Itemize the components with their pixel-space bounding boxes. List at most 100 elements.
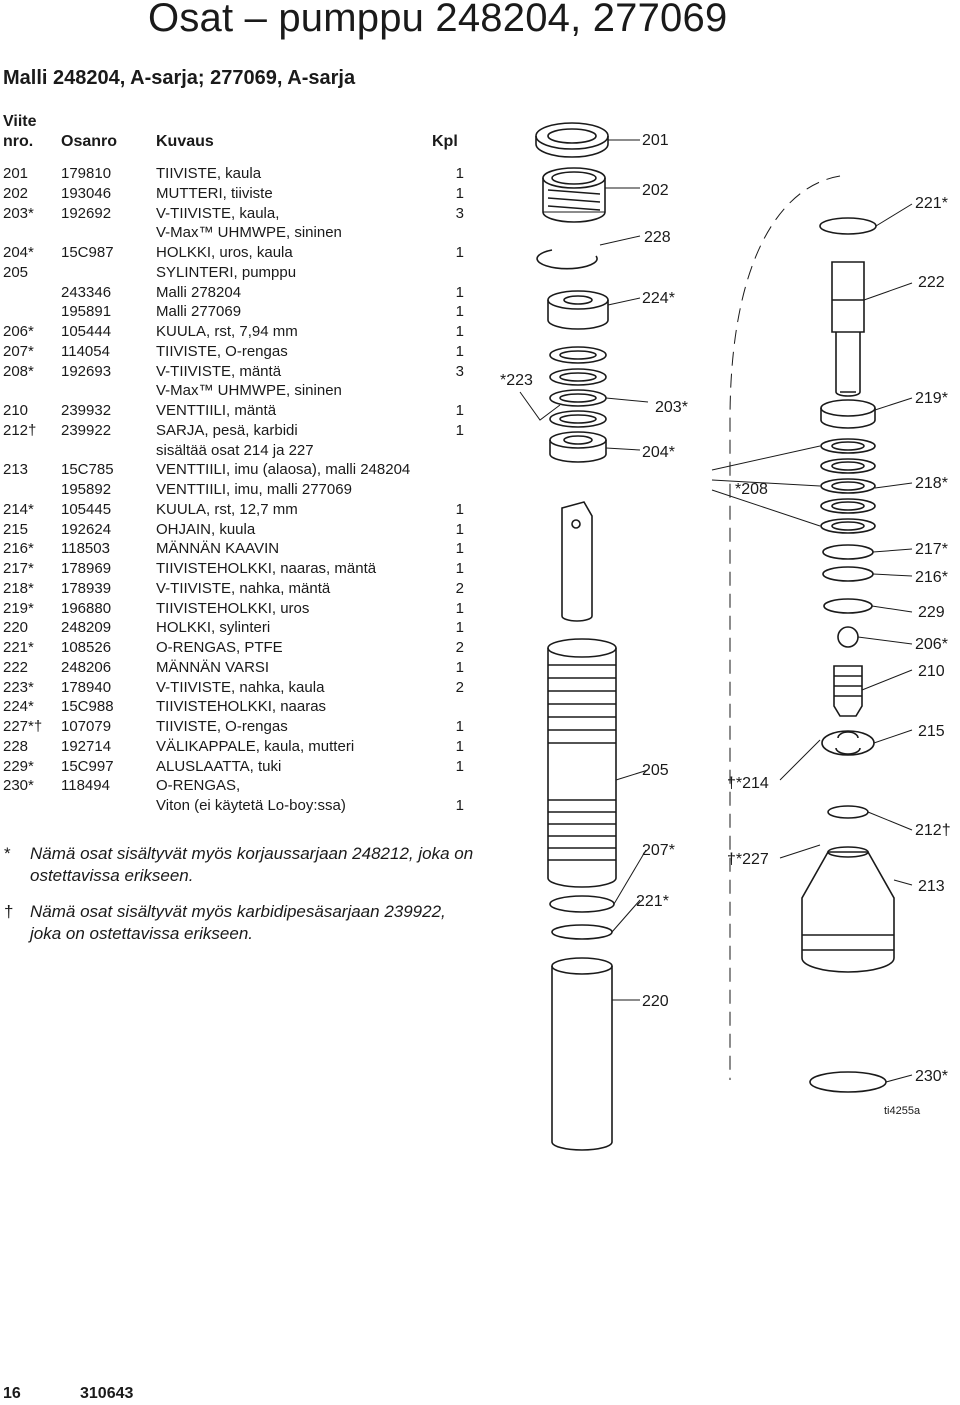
part-208-218-packings	[820, 438, 876, 534]
cell-ref: 206*	[3, 323, 34, 340]
part-206-ball	[837, 626, 859, 648]
cell-ref: 219*	[3, 599, 34, 617]
cell-desc: V-Max™ UHMWPE, sininen	[156, 382, 342, 400]
cell-ref: 205	[3, 263, 29, 281]
cell-ref: 228	[3, 737, 29, 755]
label-227: †*227	[727, 851, 769, 868]
cell-qty: 3	[455, 204, 464, 222]
cell-part: 114054	[61, 342, 110, 360]
cell-part: 15C997	[61, 757, 114, 775]
cell-desc: VENTTIILI, imu (alaosa), malli 248204	[156, 461, 411, 479]
cell-qty: 2	[455, 639, 464, 656]
label-202: 202	[642, 182, 669, 199]
page-number: 16	[3, 1385, 21, 1402]
cell-ref: 203*	[3, 204, 34, 222]
cell-desc: TIIVISTEHOLKKI, naaras	[156, 698, 327, 716]
cell-desc: Viton (ei käytetä Lo-boy:ssa)	[156, 797, 346, 814]
label-215: 215	[918, 723, 945, 740]
cell-part: 192624	[61, 520, 112, 538]
part-215-guide	[821, 730, 875, 756]
cell-part: 248209	[61, 619, 112, 637]
footnote: *Nämä osat sisältyvät myös korjaussarjaa…	[0, 843, 480, 887]
cell-ref: 210	[3, 402, 29, 419]
cell-part: 105444	[61, 323, 112, 340]
part-205-cylinder	[547, 638, 617, 888]
cell-qty: 3	[455, 362, 464, 380]
table-row: sisältää osat 214 ja 227	[0, 441, 470, 461]
figure-id: ti4255a	[884, 1105, 921, 1117]
cell-desc: TIIVISTEHOLKKI, uros	[156, 599, 310, 617]
cell-desc: V-Max™ UHMWPE, sininen	[156, 224, 342, 242]
part-224-gland	[547, 290, 609, 330]
part-213-intake-valve	[801, 846, 895, 973]
label-222: 222	[918, 274, 945, 291]
label-221-lower: 221*	[636, 893, 669, 910]
label-205: 205	[642, 762, 669, 779]
label-220: 220	[642, 993, 669, 1010]
cell-part: 195891	[61, 303, 112, 321]
page-subtitle: Malli 248204, A-sarja; 277069, A-sarja	[3, 67, 356, 89]
cell-ref: 201	[3, 165, 29, 182]
cell-part: 239932	[61, 402, 112, 419]
label-218: 218*	[915, 475, 948, 492]
cell-qty: 1	[455, 402, 464, 419]
cell-qty: 1	[455, 520, 464, 538]
part-229-washer	[823, 598, 873, 614]
part-207-oring	[549, 895, 615, 913]
cell-part: 196880	[61, 599, 112, 617]
cell-qty: 1	[455, 244, 464, 261]
cell-qty: 1	[455, 797, 464, 814]
part-221-oring-top	[819, 217, 877, 235]
cell-part: 178939	[61, 579, 112, 597]
part-210-valve	[833, 665, 863, 717]
cell-desc: KUULA, rst, 12,7 mm	[156, 500, 298, 518]
label-224: 224*	[642, 290, 675, 307]
label-219: 219*	[915, 390, 948, 407]
label-203: 203*	[655, 399, 688, 416]
label-207: 207*	[642, 842, 675, 859]
header-ref-line1: Viite	[3, 113, 37, 130]
label-213: 213	[918, 878, 945, 895]
cell-desc: HOLKKI, sylinteri	[156, 619, 271, 637]
header-desc: Kuvaus	[156, 133, 214, 150]
label-214: †*214	[727, 775, 769, 792]
cell-desc: ALUSLAATTA, tuki	[156, 757, 282, 775]
part-221-oring-lower	[551, 924, 613, 940]
cell-part: 179810	[61, 165, 112, 182]
page-title: Osat – pumppu 248204, 277069	[148, 0, 728, 40]
cell-qty: 1	[455, 540, 464, 558]
cell-part: 192693	[61, 362, 112, 380]
cell-qty: 1	[455, 500, 464, 518]
cell-desc: Malli 277069	[156, 303, 242, 321]
leader-lines	[519, 139, 913, 1083]
diagram-labels: 201 202 228 224* *223 203* 204* 205 207*…	[500, 132, 951, 1117]
footnote-mark: *	[4, 844, 11, 863]
cell-qty: 1	[455, 165, 464, 182]
cell-desc: SYLINTERI, pumppu	[156, 263, 297, 281]
cell-part: 178969	[61, 560, 112, 577]
cell-part: 118494	[61, 777, 110, 795]
part-216-scraper	[822, 566, 874, 582]
cell-qty: 2	[455, 579, 464, 597]
cell-ref: 218*	[3, 579, 34, 597]
cell-desc: V-TIIVISTE, nahka, kaula	[156, 678, 325, 696]
cell-part: 15C988	[61, 698, 114, 716]
label-212: 212†	[915, 822, 951, 839]
part-rod-lower	[561, 501, 593, 622]
label-216: 216*	[915, 569, 948, 586]
cell-part: 243346	[61, 283, 112, 301]
